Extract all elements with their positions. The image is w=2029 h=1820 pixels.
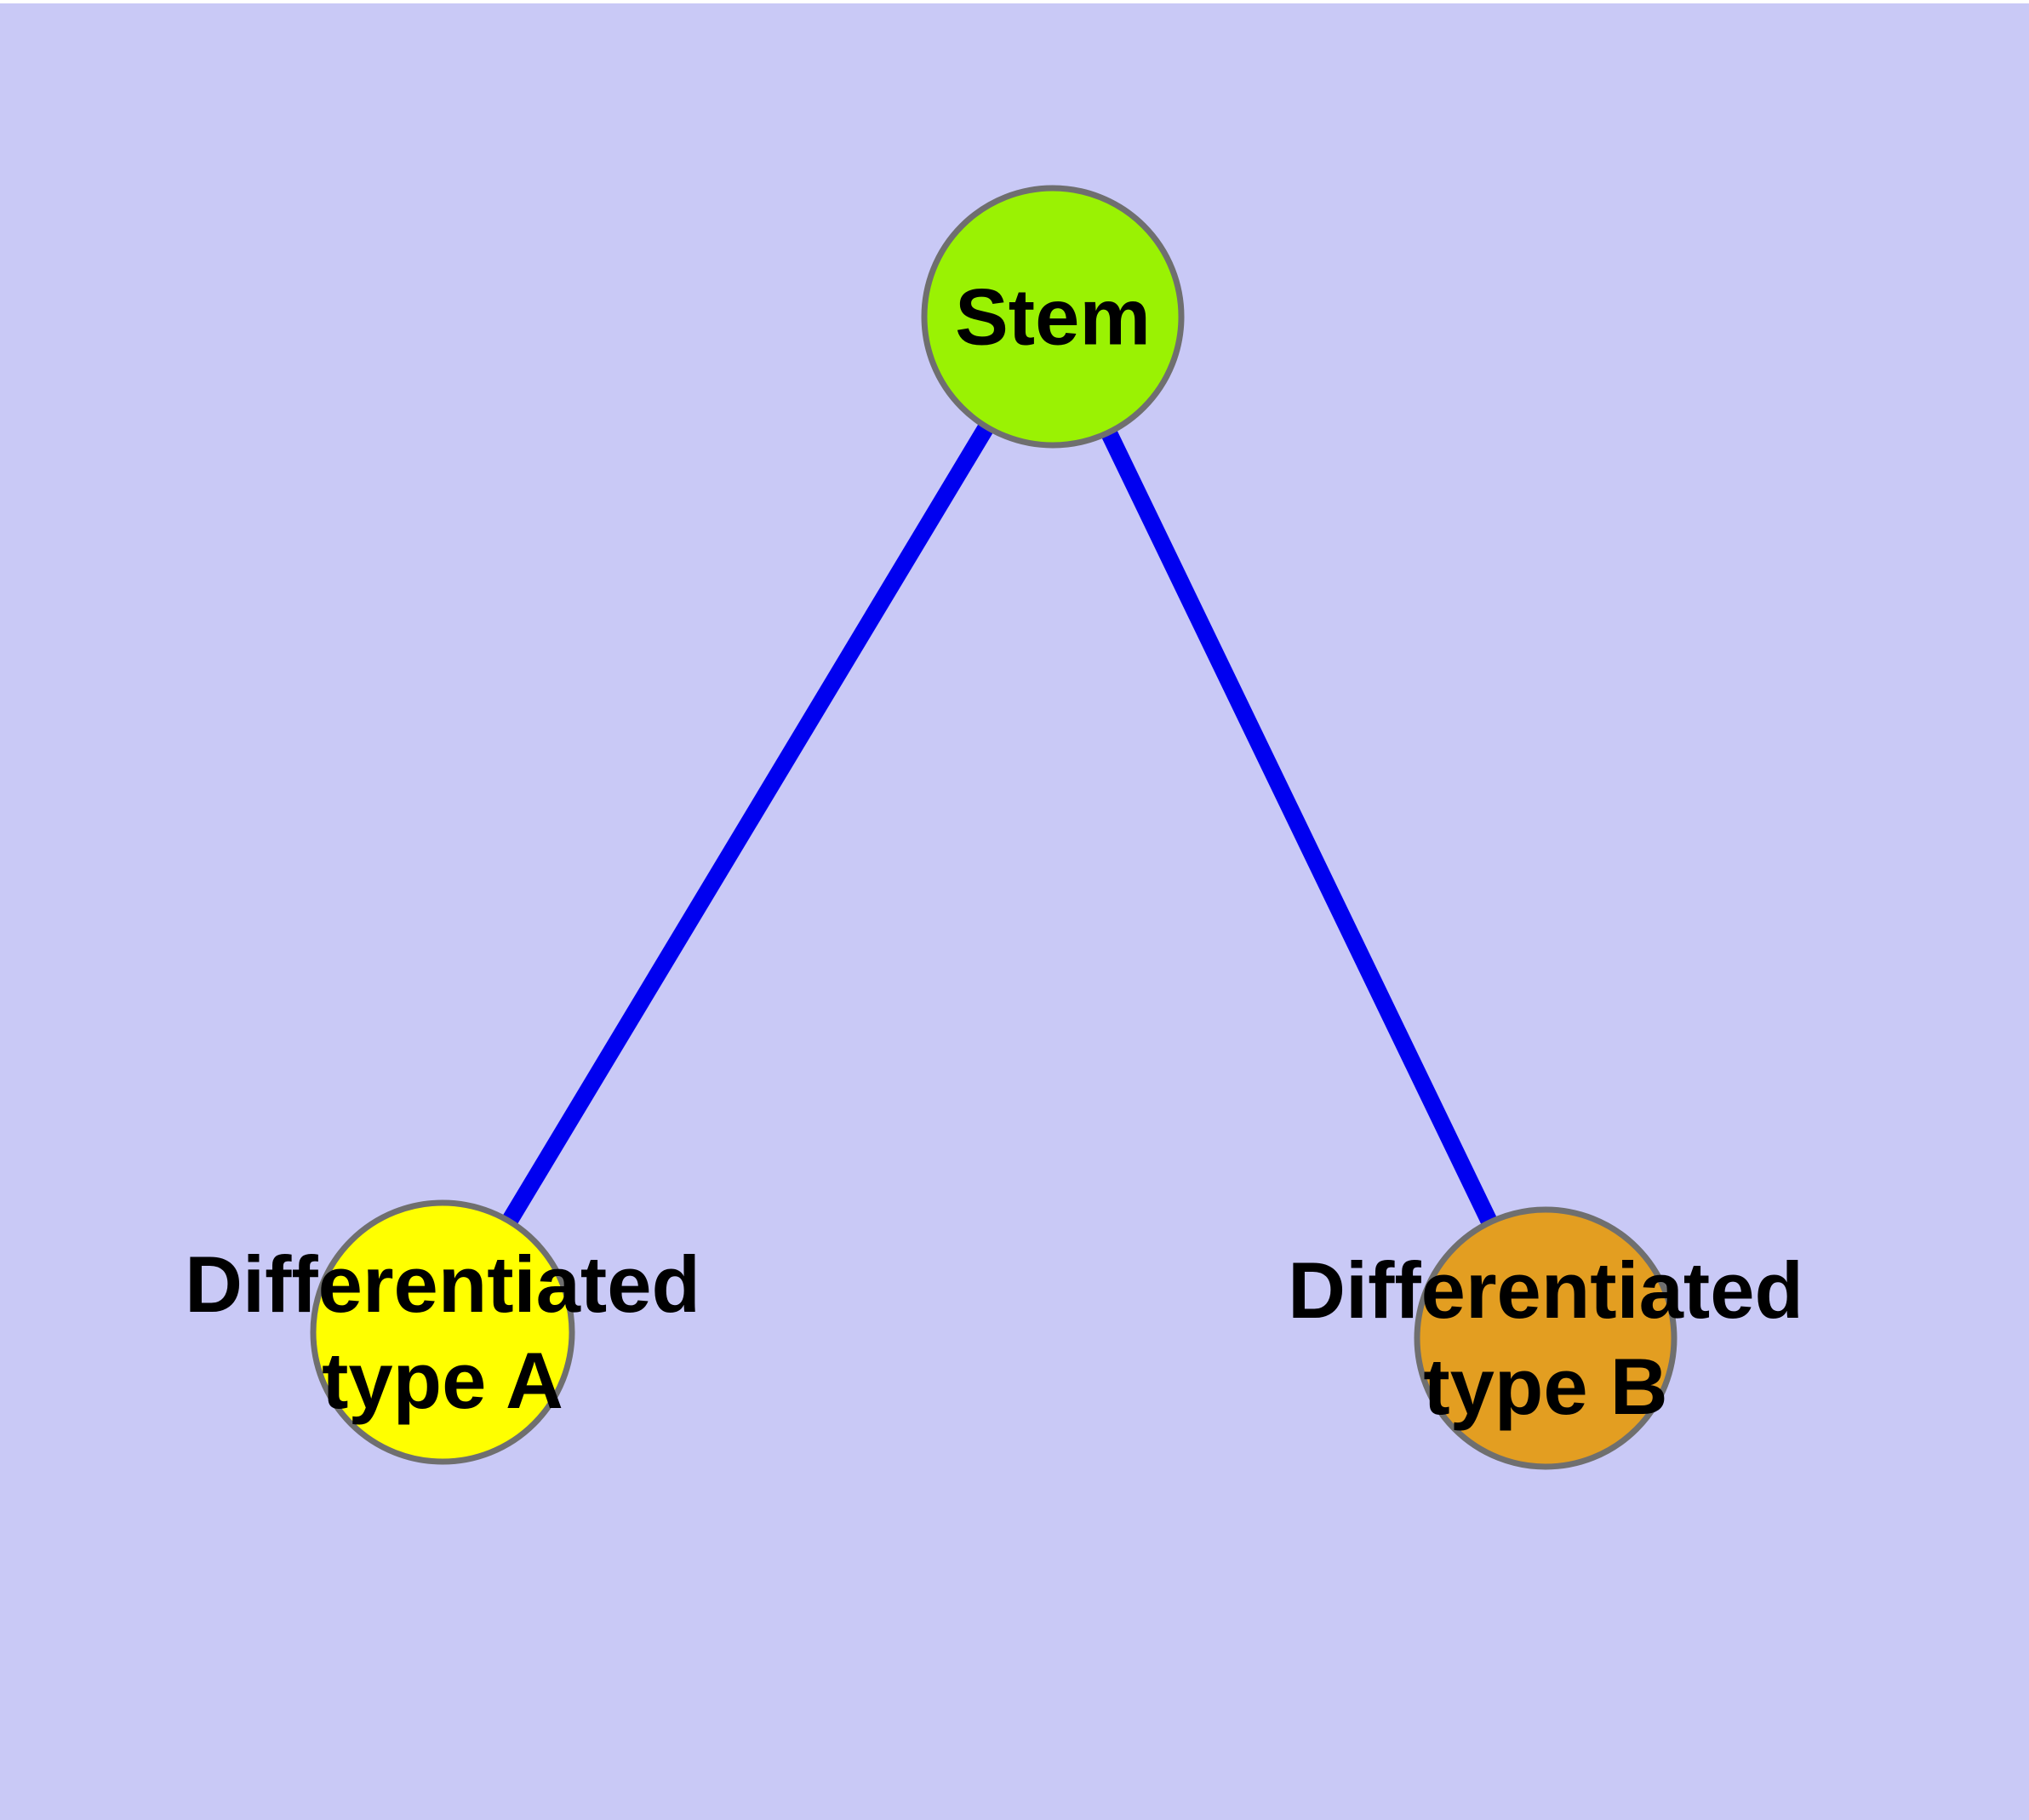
node-differentiated-type-b [1414, 1206, 1677, 1470]
edge-stem-to-type-b [1044, 312, 1554, 1342]
page-margin-top [0, 0, 2029, 3]
node-stem [921, 185, 1185, 449]
node-differentiated-type-a [310, 1199, 575, 1465]
edge-stem-to-type-a [435, 312, 1060, 1337]
